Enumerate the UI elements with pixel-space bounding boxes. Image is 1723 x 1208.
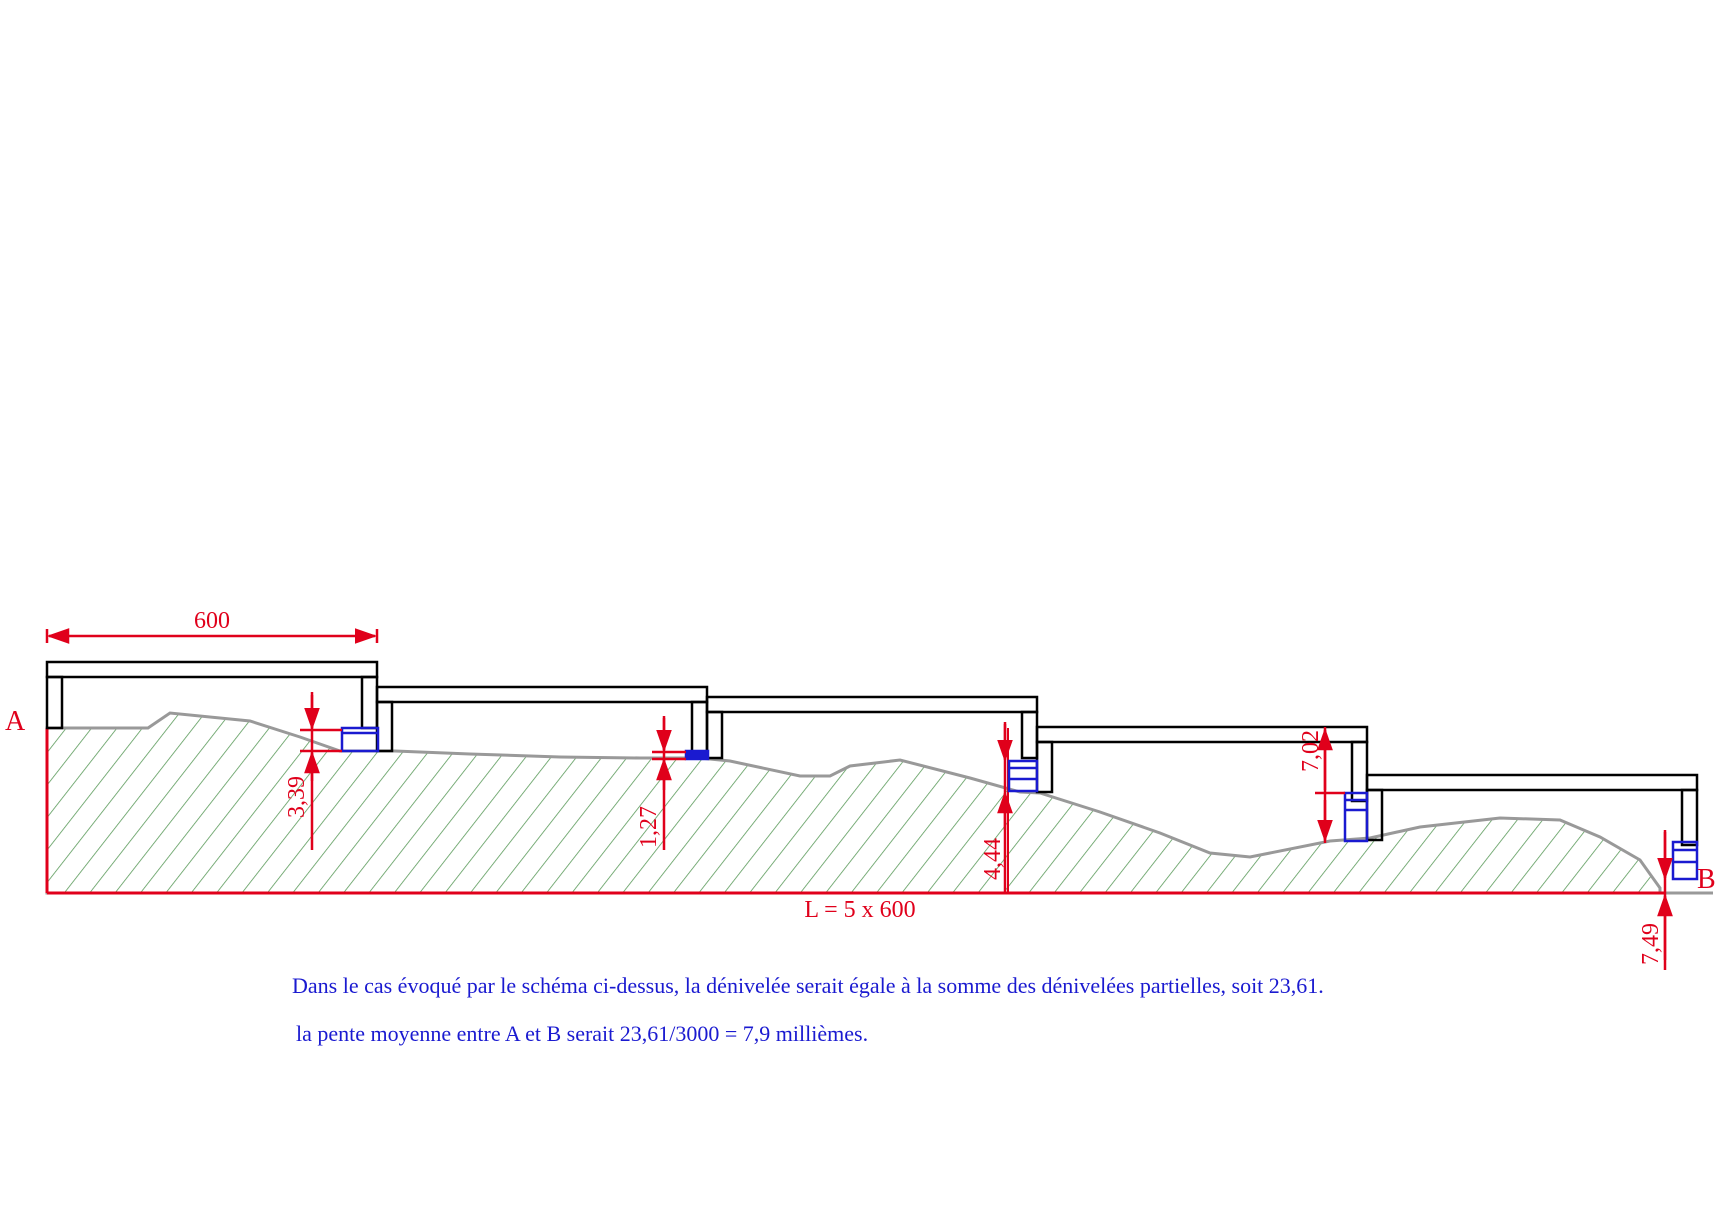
total-length-label: L = 5 x 600 <box>804 897 915 923</box>
span-width-label: 600 <box>194 608 230 634</box>
offset-4-label: 7,02 <box>1298 730 1324 772</box>
level-5 <box>1671 840 1699 881</box>
level-4 <box>1343 791 1369 843</box>
note-line-2: la pente moyenne entre A et B serait 23,… <box>296 1021 869 1046</box>
level-3 <box>1007 759 1039 793</box>
offset-5-label: 7,49 <box>1638 923 1664 965</box>
offset-3-label: 4,44 <box>980 838 1006 880</box>
level-2 <box>684 749 710 761</box>
note-line-1: Dans le cas évoqué par le schéma ci-dess… <box>292 973 1324 998</box>
point-a-label: A <box>5 706 26 737</box>
offset-1-label: 3,39 <box>284 776 310 818</box>
level-1 <box>340 726 380 753</box>
point-b-label: B <box>1697 864 1716 895</box>
offset-2-label: 1,27 <box>636 806 662 848</box>
station-2 <box>375 685 709 760</box>
station-3 <box>705 695 1039 760</box>
